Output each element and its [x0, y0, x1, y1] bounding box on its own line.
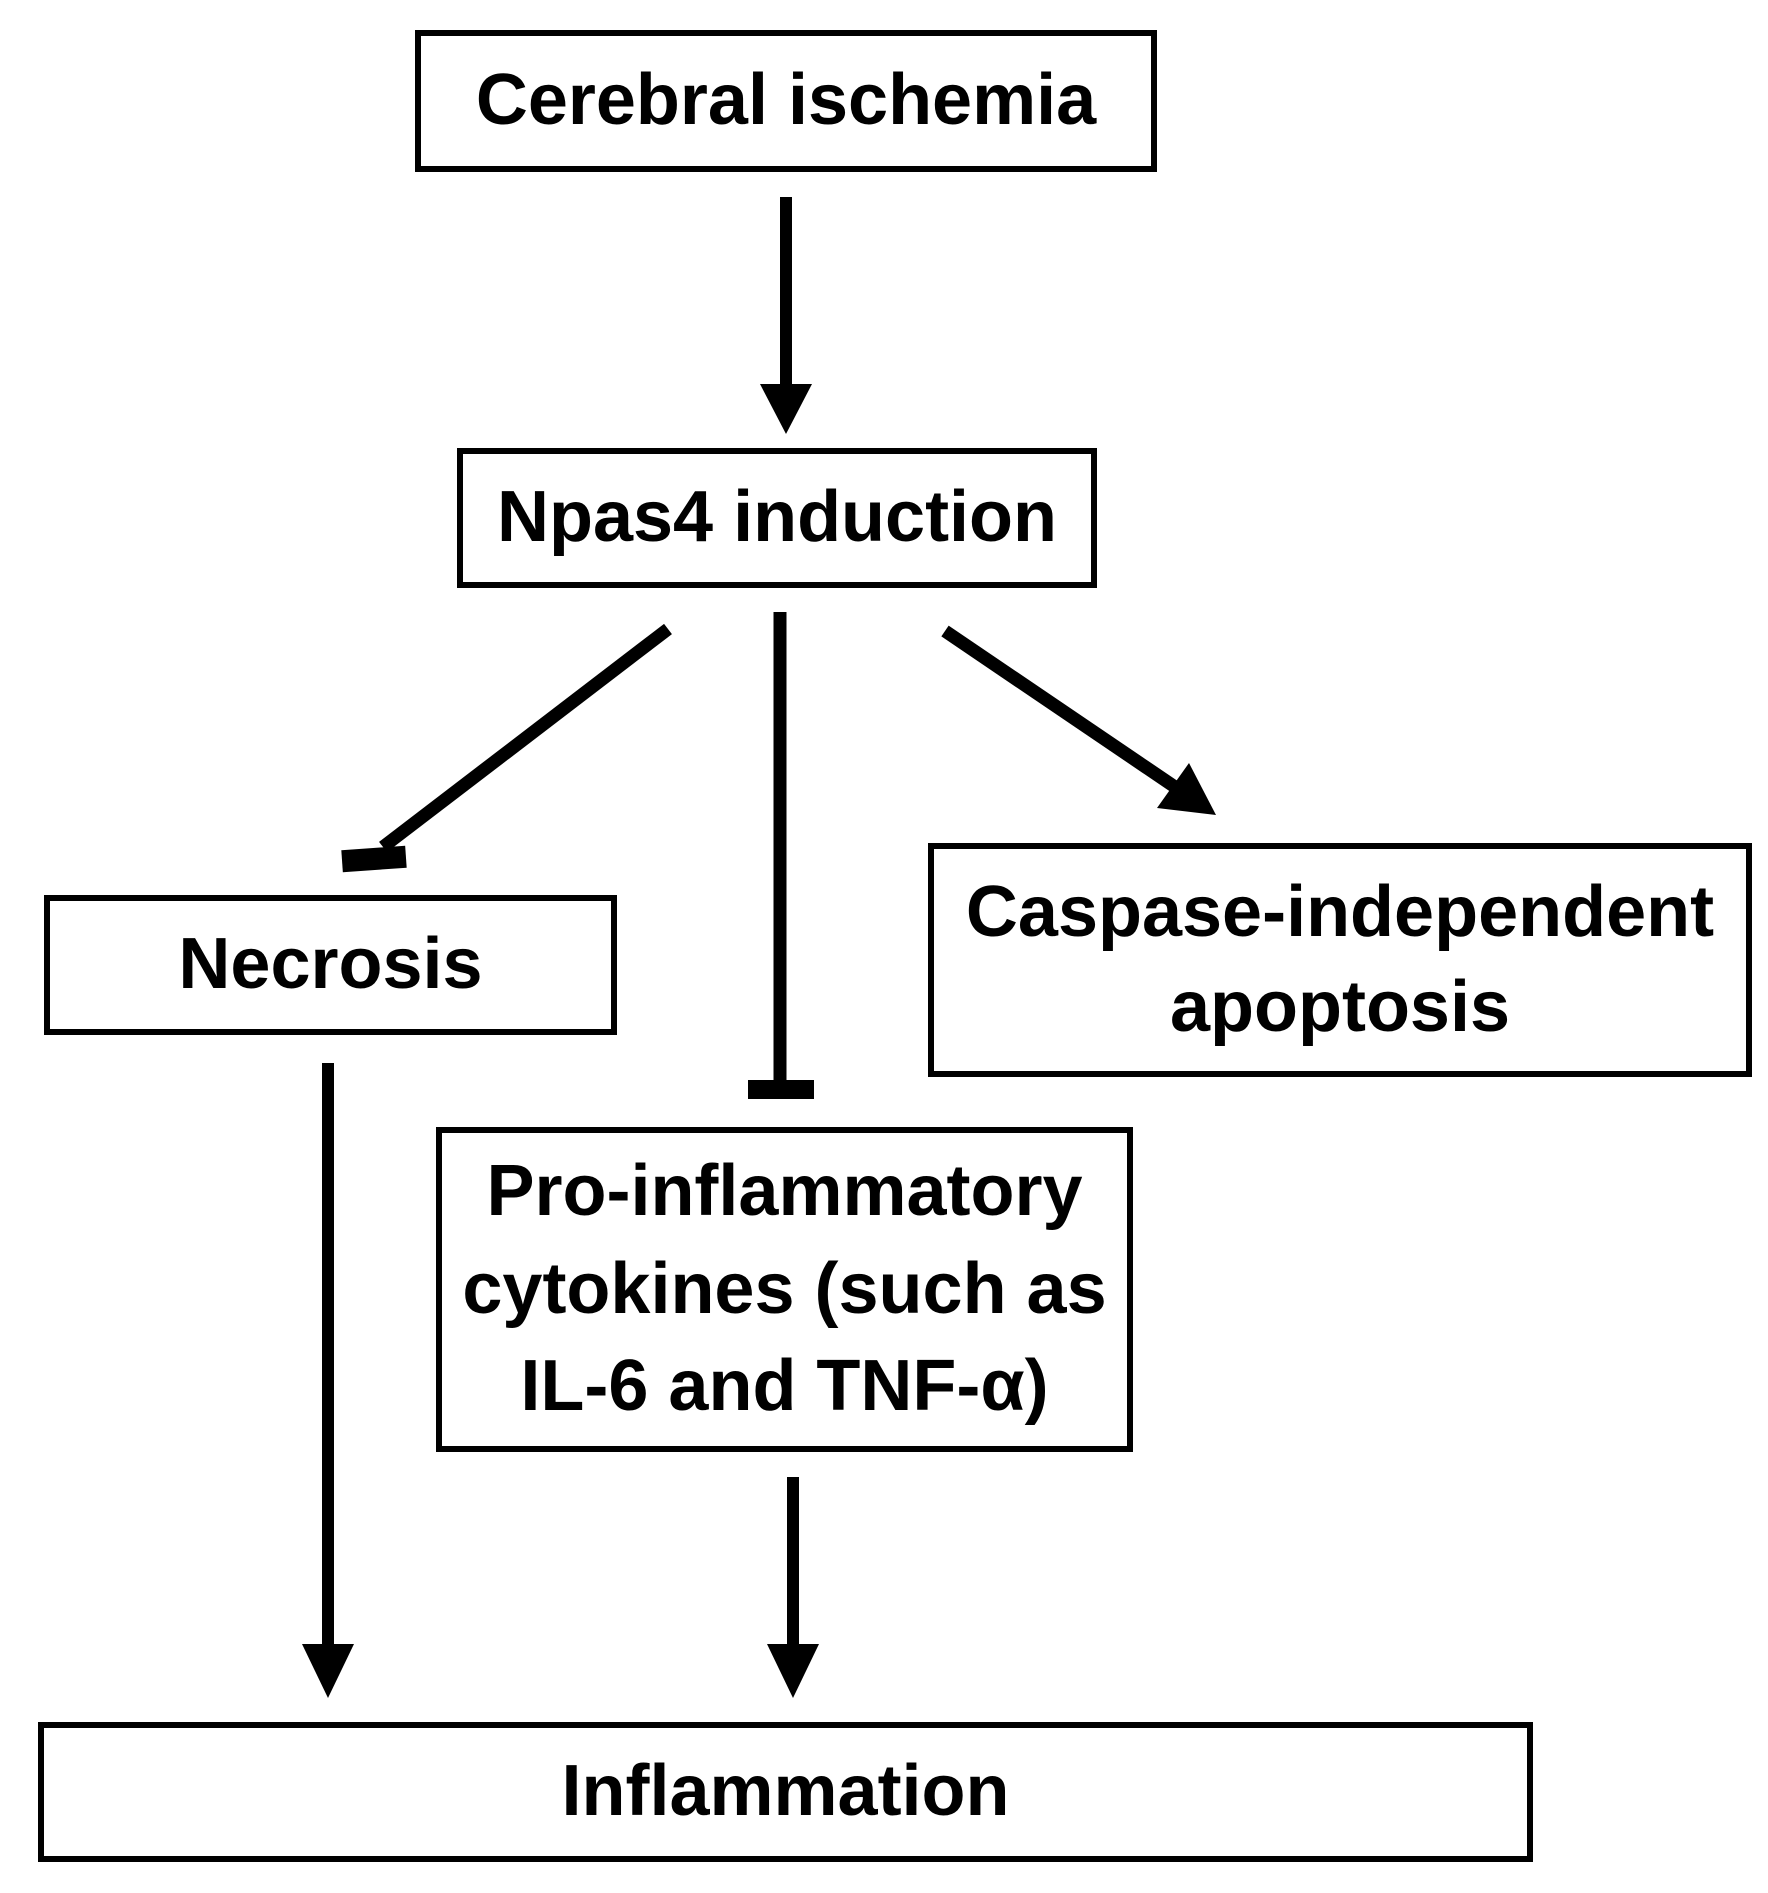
node-caspase-independent-apoptosis-label: Caspase-independent apoptosis — [965, 871, 1715, 1047]
node-necrosis-label: Necrosis — [178, 924, 483, 1005]
node-inflammation-label: Inflammation — [561, 1751, 1010, 1832]
arrow-npas4-to-caspase-icon — [941, 625, 1216, 815]
arrow-cytokines-to-inflammation-icon — [767, 1477, 819, 1698]
node-necrosis: Necrosis — [44, 895, 617, 1035]
inhibit-npas4-to-necrosis-icon — [341, 623, 672, 873]
arrow-necrosis-to-inflammation-icon — [302, 1063, 354, 1698]
inhibit-npas4-to-cytokines-icon — [748, 612, 814, 1099]
node-pro-inflammatory-cytokines: Pro-inflammatory cytokines (such as IL-6… — [436, 1127, 1133, 1452]
node-caspase-independent-apoptosis: Caspase-independent apoptosis — [928, 843, 1752, 1077]
node-inflammation: Inflammation — [38, 1722, 1533, 1862]
node-npas4-induction: Npas4 induction — [457, 448, 1097, 588]
node-cerebral-ischemia: Cerebral ischemia — [415, 30, 1157, 172]
node-pro-inflammatory-cytokines-label: Pro-inflammatory cytokines (such as IL-6… — [462, 1150, 1107, 1427]
node-npas4-induction-label: Npas4 induction — [496, 477, 1058, 558]
node-cerebral-ischemia-label: Cerebral ischemia — [475, 60, 1097, 141]
arrow-cerebral-to-npas4-icon — [760, 197, 812, 434]
